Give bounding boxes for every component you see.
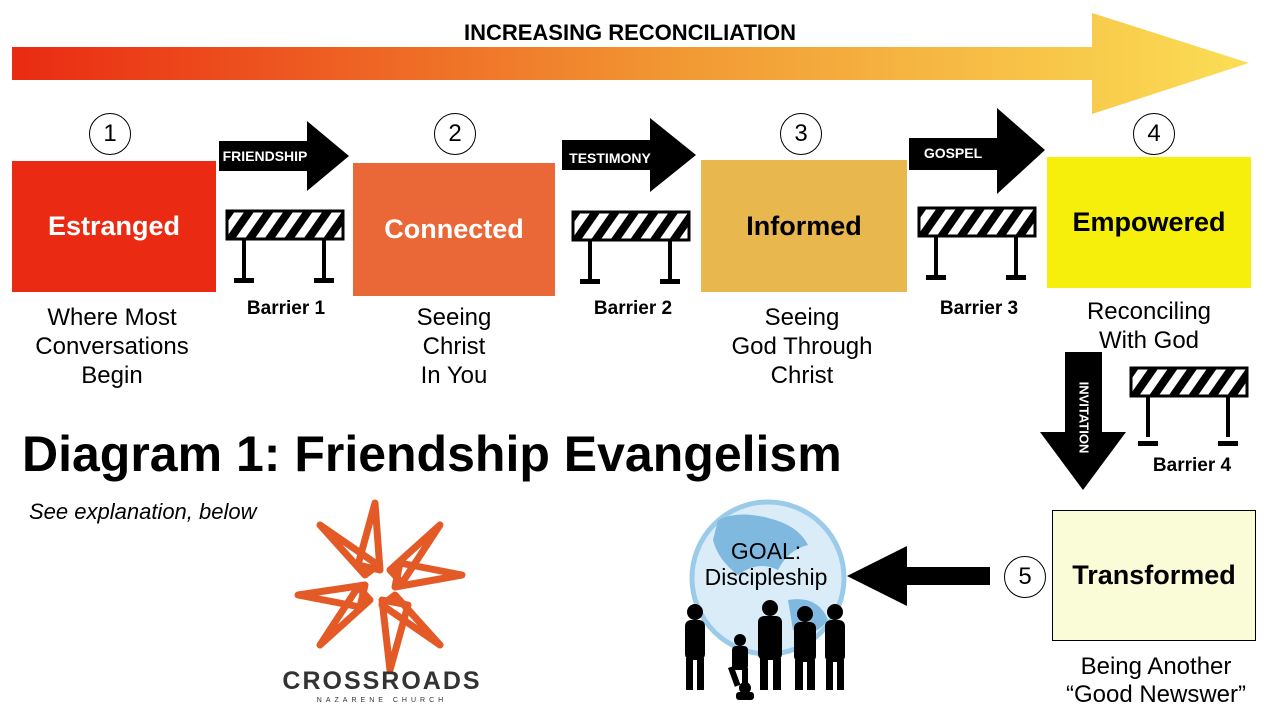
barrier-icon-4 xyxy=(1129,366,1249,446)
stage-label-empowered: Empowered xyxy=(1072,207,1226,237)
top-arrow-label: INCREASING RECONCILIATION xyxy=(463,20,797,45)
goal-line-1: GOAL: xyxy=(730,538,802,564)
barrier-icon-1 xyxy=(225,209,345,283)
logo-tagline: NAZARENE CHURCH xyxy=(316,697,448,704)
gospel-arrow xyxy=(909,108,1045,194)
stage-number-4: 4 xyxy=(1133,113,1175,155)
barrier-label-1: Barrier 1 xyxy=(246,298,326,319)
barrier-label-3: Barrier 3 xyxy=(939,298,1019,319)
crossroads-logo-icon xyxy=(294,499,466,674)
stage-number-3: 3 xyxy=(780,113,822,155)
caption-informed: Seeing God Through Christ xyxy=(731,304,873,389)
invitation-arrow-label: INVITATION xyxy=(1076,381,1092,454)
increasing-reconciliation-arrow xyxy=(12,13,1249,114)
page-subtitle: See explanation, below xyxy=(29,499,257,524)
people-silhouettes-icon xyxy=(685,600,845,700)
barrier-icon-2 xyxy=(571,210,691,284)
stage-box-transformed: Transformed xyxy=(1052,510,1256,641)
caption-transformed: Being Another “Good Newswer” xyxy=(1065,653,1247,708)
goal-label: GOAL: Discipleship xyxy=(686,538,846,590)
friendship-arrow xyxy=(219,121,349,191)
gospel-arrow-label: GOSPEL xyxy=(923,145,983,161)
barrier-label-2: Barrier 2 xyxy=(593,298,673,319)
caption-estranged: Where Most Conversations Begin xyxy=(35,304,189,389)
stage-box-informed: Informed xyxy=(701,160,907,292)
stage-label-informed: Informed xyxy=(746,210,862,241)
invitation-arrow xyxy=(1040,352,1126,490)
testimony-arrow-label: TESTIMONY xyxy=(569,150,651,166)
stage-box-connected: Connected xyxy=(353,163,555,296)
stage-label-estranged: Estranged xyxy=(47,211,181,241)
page-title: Diagram 1: Friendship Evangelism xyxy=(22,426,842,482)
stage-box-empowered: Empowered xyxy=(1047,157,1251,288)
stage-number-5: 5 xyxy=(1004,556,1046,598)
logo-name: CROSSROADS xyxy=(282,667,482,695)
testimony-arrow xyxy=(562,118,696,192)
caption-connected: Seeing Christ In You xyxy=(416,304,492,389)
stage-number-1: 1 xyxy=(89,113,131,155)
stage-box-estranged: Estranged xyxy=(12,161,216,292)
stage-number-2: 2 xyxy=(434,113,476,155)
barrier-icon-3 xyxy=(917,206,1037,280)
goal-arrow xyxy=(847,546,990,606)
caption-empowered: Reconciling With God xyxy=(1086,298,1212,354)
barrier-label-4: Barrier 4 xyxy=(1152,455,1232,476)
stage-label-transformed: Transformed xyxy=(1072,560,1236,590)
stage-label-connected: Connected xyxy=(384,214,524,244)
friendship-arrow-label: FRIENDSHIP xyxy=(222,148,308,164)
goal-line-2: Discipleship xyxy=(704,564,828,590)
